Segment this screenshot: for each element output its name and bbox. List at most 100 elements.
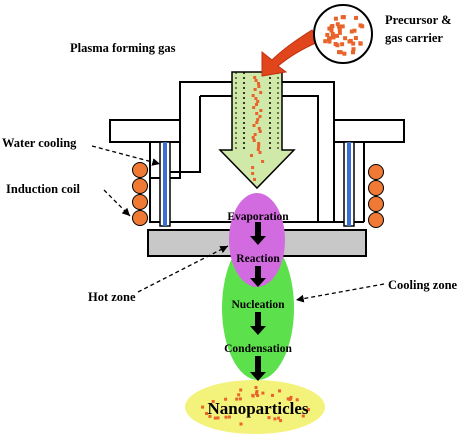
- particle: [237, 393, 241, 397]
- particle: [337, 27, 342, 32]
- particle: [254, 97, 258, 100]
- nucleation-label: Nucleation: [231, 299, 285, 311]
- particle: [208, 414, 212, 418]
- particle: [255, 121, 259, 124]
- particle: [253, 76, 257, 79]
- particle: [257, 142, 261, 145]
- water-cooling-tubes: [159, 141, 355, 227]
- evaporation-label: Evaporation: [227, 211, 289, 223]
- down-arrow-icon: [250, 266, 266, 287]
- particle: [253, 88, 257, 91]
- particle: [252, 124, 256, 127]
- particle: [333, 16, 338, 21]
- particle: [342, 51, 347, 56]
- particle: [340, 24, 345, 29]
- particle: [255, 112, 259, 115]
- particle: [250, 154, 253, 157]
- particle: [256, 148, 260, 151]
- particle: [259, 91, 263, 94]
- particle: [251, 166, 255, 169]
- particle: [273, 417, 277, 421]
- reaction-label: Reaction: [236, 253, 280, 265]
- particle: [257, 127, 261, 130]
- particle: [277, 416, 281, 420]
- particle: [330, 24, 335, 28]
- precursor-label-line2: gas carrier: [385, 31, 443, 45]
- particle: [251, 394, 255, 398]
- particle: [258, 130, 262, 133]
- particle: [325, 32, 330, 37]
- particle: [349, 29, 354, 34]
- particle: [353, 36, 358, 40]
- particle: [335, 33, 339, 38]
- particle: [261, 391, 265, 395]
- particle: [258, 151, 262, 154]
- water-cooling-label: Water cooling: [2, 136, 77, 150]
- particle: [257, 85, 261, 88]
- curved-arrow-icon: [261, 29, 319, 77]
- particle: [257, 145, 261, 148]
- induction-coil-label: Induction coil: [6, 182, 81, 196]
- particle: [289, 397, 293, 400]
- particle: [338, 50, 343, 55]
- induction-coil-left: [132, 162, 148, 226]
- particle: [278, 389, 281, 393]
- particle: [224, 397, 228, 401]
- particle: [323, 39, 328, 44]
- particle: [256, 100, 260, 103]
- particle: [251, 136, 255, 139]
- particle: [352, 28, 357, 33]
- particle: [351, 47, 356, 52]
- particle: [267, 416, 271, 420]
- particle: [286, 397, 290, 401]
- induction-coil-right: [368, 164, 384, 228]
- particle: [335, 43, 340, 48]
- particle: [253, 178, 256, 181]
- particle: [252, 139, 256, 142]
- particle: [257, 82, 260, 85]
- nanoparticle-zone: [185, 380, 325, 434]
- particle: [271, 393, 274, 397]
- particle: [337, 24, 342, 29]
- particle: [301, 414, 305, 418]
- particle: [205, 412, 208, 415]
- plasma-forming-gas-label: Plasma forming gas: [70, 41, 176, 55]
- condensation-label: Condensation: [224, 343, 292, 355]
- particle: [253, 133, 257, 136]
- particle: [254, 386, 258, 389]
- particle: [201, 405, 205, 409]
- particle: [329, 28, 334, 33]
- particle: [331, 33, 335, 38]
- particle: [256, 118, 260, 121]
- particle: [351, 50, 355, 55]
- particle: [306, 408, 310, 412]
- particle: [295, 398, 299, 402]
- precursor-label-line1: Precursor &: [385, 13, 452, 27]
- particle: [347, 39, 352, 44]
- particle: [327, 26, 332, 31]
- particle: [258, 115, 262, 118]
- down-arrow-icon: [250, 222, 266, 245]
- particle: [239, 422, 243, 426]
- particle: [351, 41, 356, 46]
- particle: [259, 109, 263, 112]
- particle: [254, 79, 258, 82]
- precursor-reservoir: [313, 4, 373, 64]
- particle: [279, 419, 283, 423]
- nanoparticle-dots: [201, 386, 310, 426]
- particle: [354, 15, 358, 20]
- down-arrow-icon: [250, 312, 266, 335]
- particle: [335, 22, 340, 27]
- particle: [224, 415, 228, 419]
- plasma-torch: [218, 71, 296, 190]
- particle: [251, 94, 255, 97]
- particle: [213, 416, 217, 420]
- particle: [239, 388, 243, 392]
- particle: [340, 15, 345, 20]
- particle: [337, 30, 342, 35]
- feed-particles: [250, 76, 265, 181]
- cooling-zone-label: Cooling zone: [388, 278, 458, 292]
- particle: [255, 103, 258, 106]
- particle: [235, 397, 239, 401]
